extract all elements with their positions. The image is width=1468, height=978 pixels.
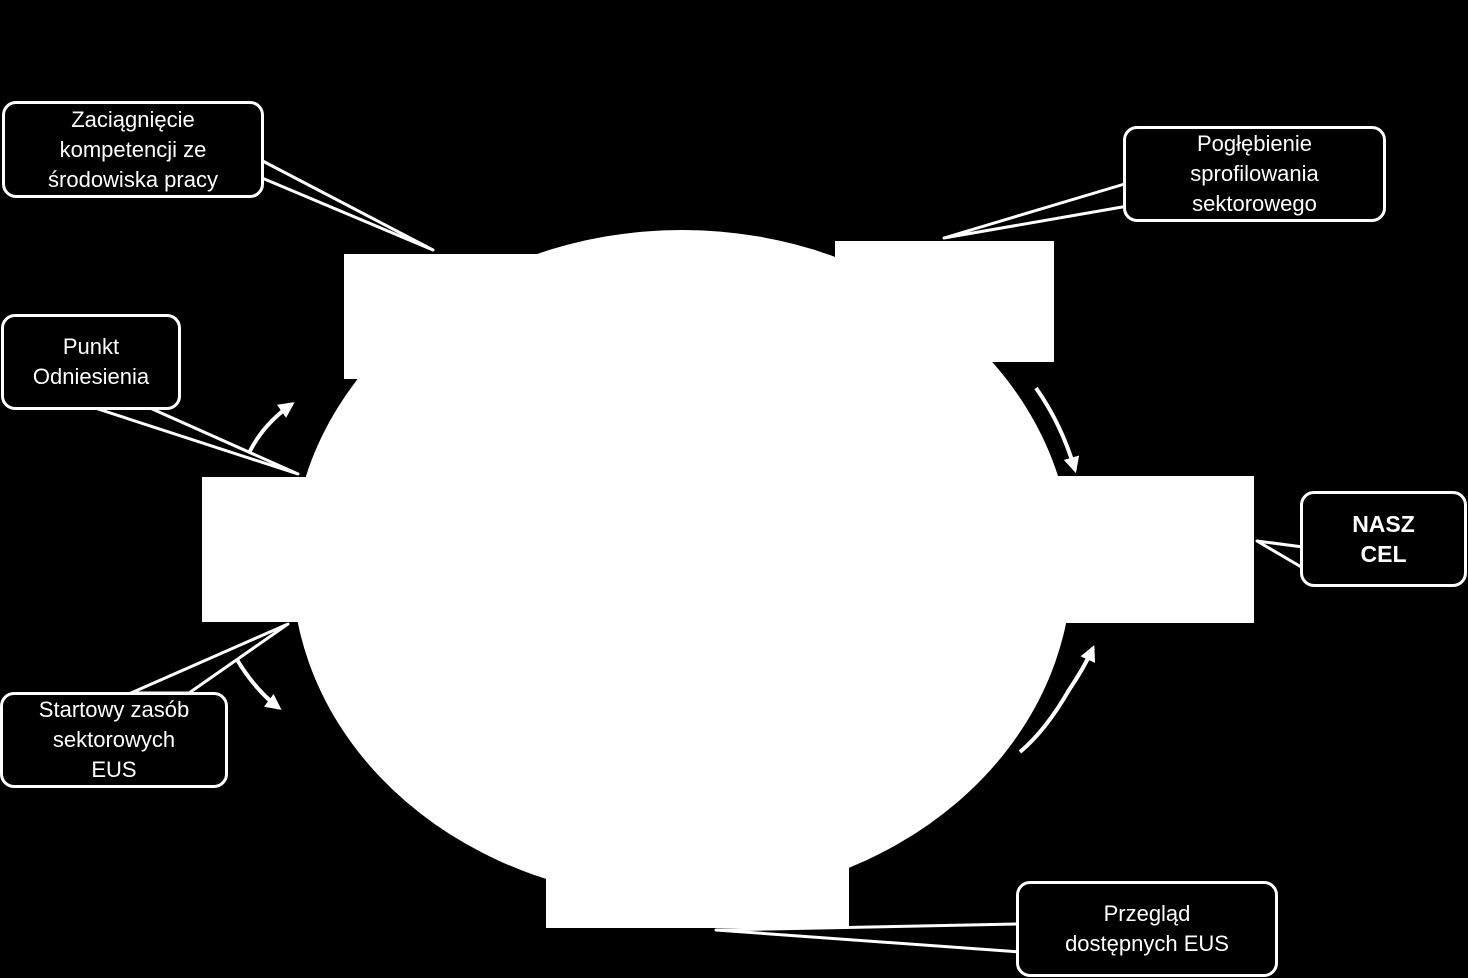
callout-goal-text: NASZ CEL (1352, 511, 1415, 567)
callout-start: Startowy zasób sektorowych EUS (0, 692, 228, 788)
callout-review-text: Przegląd dostępnych EUS (1065, 901, 1229, 956)
callout-reference-text: Punkt Odniesienia (32, 334, 150, 389)
box-top-left (344, 254, 594, 379)
arrow-to-top-left (246, 402, 295, 456)
callout-competences-text: Zaciągnięcie kompetencji ze środowiska p… (48, 106, 218, 192)
callout-start-text: Startowy zasób sektorowych EUS (38, 697, 190, 782)
arrow-to-goal (1034, 386, 1080, 474)
box-left (202, 477, 434, 622)
box-top-right (835, 241, 1054, 362)
callout-review: Przegląd dostępnych EUS (1016, 881, 1278, 977)
callout-competences: Zaciągnięcie kompetencji ze środowiska p… (2, 101, 264, 198)
arrow-from-left (234, 656, 282, 710)
callout-profiling: Pogłębienie sprofilowania sektorowego (1123, 126, 1386, 222)
box-bottom (546, 818, 849, 928)
arrow-from-bottom-right (1018, 645, 1096, 754)
box-right (1020, 476, 1254, 623)
callout-profiling-text: Pogłębienie sprofilowania sektorowego (1190, 131, 1319, 216)
central-circle (292, 230, 1072, 900)
callout-goal: NASZ CEL (1300, 491, 1467, 587)
callout-reference: Punkt Odniesienia (1, 314, 181, 410)
